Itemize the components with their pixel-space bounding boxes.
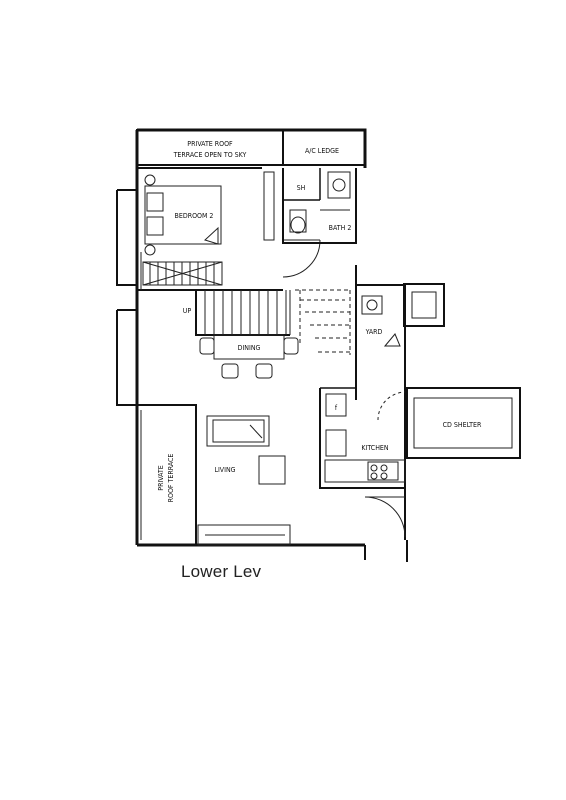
living-label: LIVING <box>214 466 235 474</box>
cd-shelter-box <box>406 387 521 459</box>
external-duct-box <box>403 283 445 327</box>
bath-2 <box>282 168 357 244</box>
private-roof-terrace-side-label-2: ROOF TERRACE <box>167 454 175 503</box>
yard-label: YARD <box>365 328 383 336</box>
sh-label: SH <box>297 184 306 192</box>
bath-2-label: BATH 2 <box>329 224 352 232</box>
ac-ledge-box <box>282 129 366 166</box>
kitchen <box>319 387 406 538</box>
exterior-walls <box>135 128 406 560</box>
kitchen-label: KITCHEN <box>361 444 389 452</box>
private-roof-terrace-side <box>116 189 197 545</box>
bedroom-2-label: BEDROOM 2 <box>175 212 214 220</box>
private-roof-terrace-label-1: PRIVATE ROOF <box>187 140 233 148</box>
floor-level-caption: Lower Lev <box>181 562 262 581</box>
staircase <box>195 289 351 355</box>
up-label: UP <box>183 307 192 315</box>
private-roof-terrace-label-2: TERRACE OPEN TO SKY <box>173 151 247 159</box>
cd-shelter-label: CD SHELTER <box>443 421 482 429</box>
private-roof-terrace-side-label-1: PRIVATE <box>157 465 165 490</box>
dining-set <box>199 334 299 379</box>
bedroom-door-area <box>263 171 321 278</box>
bedroom-2 <box>136 167 283 291</box>
living-furniture <box>197 415 291 546</box>
yard <box>361 295 401 347</box>
dining-label: DINING <box>238 344 261 352</box>
fridge-label: f <box>335 404 338 412</box>
ac-ledge-label: A/C LEDGE <box>305 147 339 155</box>
